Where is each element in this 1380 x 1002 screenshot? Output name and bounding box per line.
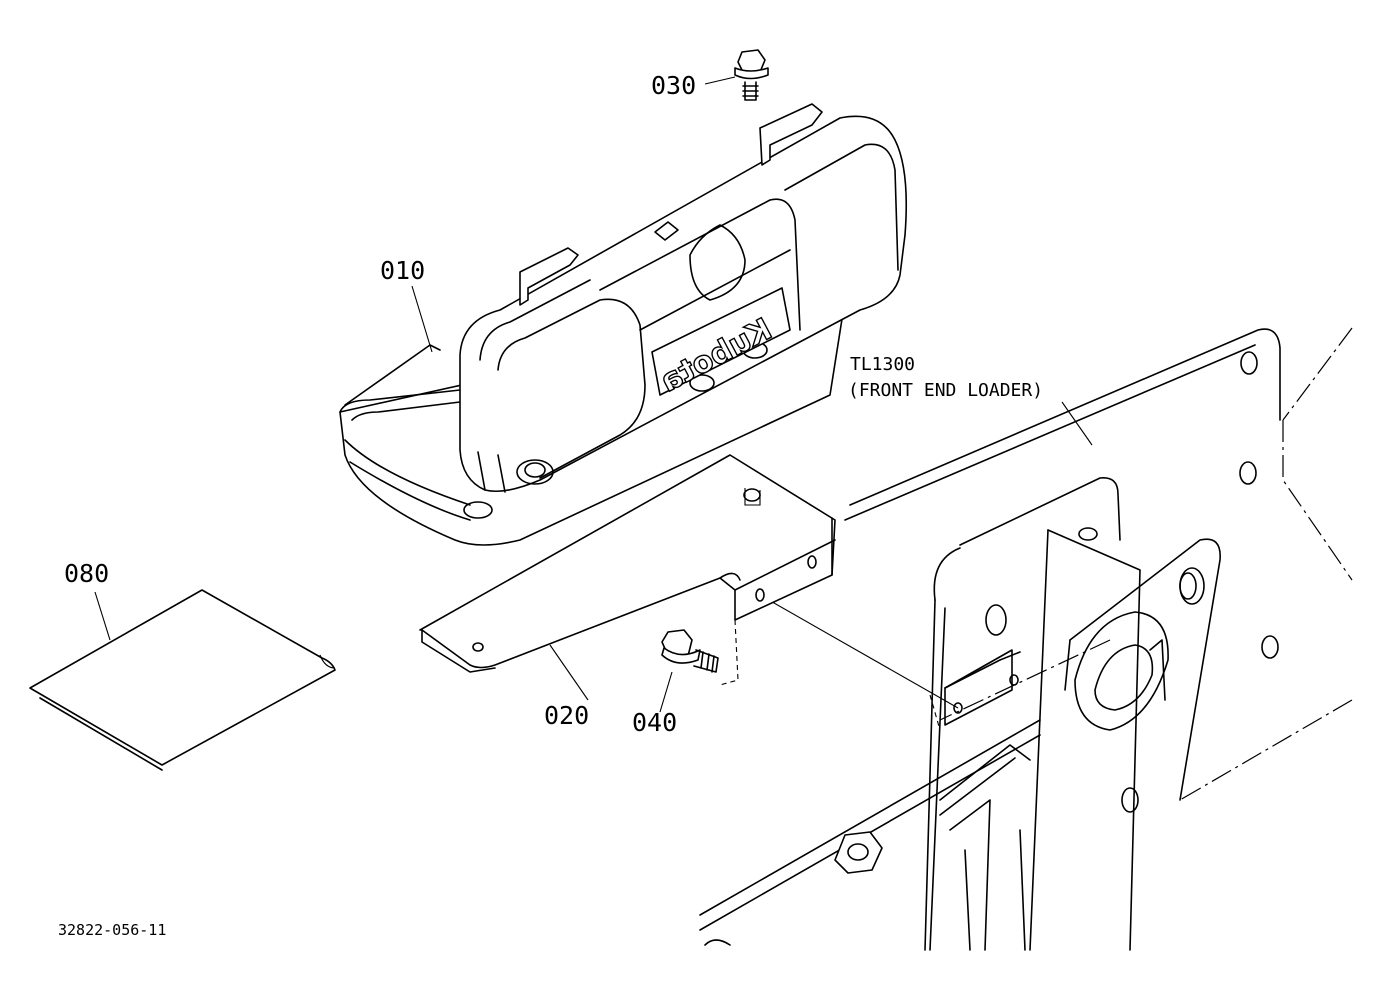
loader-note: TL1300 (FRONT END LOADER) [848, 354, 1093, 446]
note-model: TL1300 [850, 354, 915, 375]
callout-labels: 010 020 030 040 080 [64, 71, 696, 737]
bolt-030 [704, 49, 769, 101]
callout-080: 080 [64, 559, 109, 588]
bracket [419, 454, 836, 701]
callout-040: 040 [632, 708, 677, 737]
reference-code: 32822-056-11 [58, 921, 166, 939]
note-description: (FRONT END LOADER) [848, 380, 1043, 401]
callout-030: 030 [651, 71, 696, 100]
mounting-block [759, 594, 1021, 731]
bolt-040 [659, 629, 719, 713]
manual-sheet [29, 589, 336, 771]
callout-010: 010 [380, 256, 425, 285]
loader-frame [699, 327, 1353, 951]
tool-box: Kubota [339, 103, 907, 546]
callout-020: 020 [544, 701, 589, 730]
